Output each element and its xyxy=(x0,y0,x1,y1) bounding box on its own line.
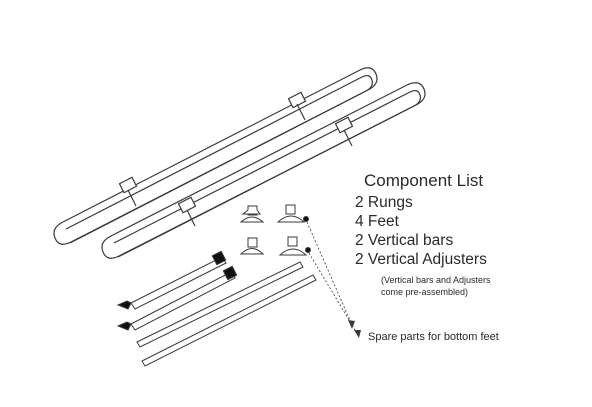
component-list: 2 Rungs 4 Feet 2 Vertical bars 2 Vertica… xyxy=(355,193,487,269)
rung-2-illustration xyxy=(101,82,426,259)
vertical-adjusters-illustration xyxy=(136,261,317,367)
assembly-note: (Vertical bars and Adjusters come pre-as… xyxy=(381,274,491,298)
assembly-note-line-2: come pre-assembled) xyxy=(381,287,469,297)
component-item-rungs: 2 Rungs xyxy=(355,194,413,211)
component-item-vertical-bars: 2 Vertical bars xyxy=(355,232,454,249)
foot-1 xyxy=(239,205,265,223)
rung-1-illustration xyxy=(53,67,378,245)
component-item-vertical-adjusters: 2 Vertical Adjusters xyxy=(355,251,487,268)
spare-parts-label: Spare parts for bottom feet xyxy=(368,331,499,343)
leader-arrowheads xyxy=(348,320,361,338)
vertical-bars-illustration xyxy=(116,250,238,331)
feet-illustration xyxy=(239,204,311,256)
foot-3 xyxy=(239,237,265,255)
foot-2 xyxy=(276,204,309,223)
component-list-title: Component List xyxy=(364,171,484,190)
foot-4 xyxy=(278,236,311,256)
component-item-feet: 4 Feet xyxy=(355,213,399,230)
spare-parts-leader-lines xyxy=(306,221,359,336)
assembly-note-line-1: (Vertical bars and Adjusters xyxy=(381,275,491,285)
